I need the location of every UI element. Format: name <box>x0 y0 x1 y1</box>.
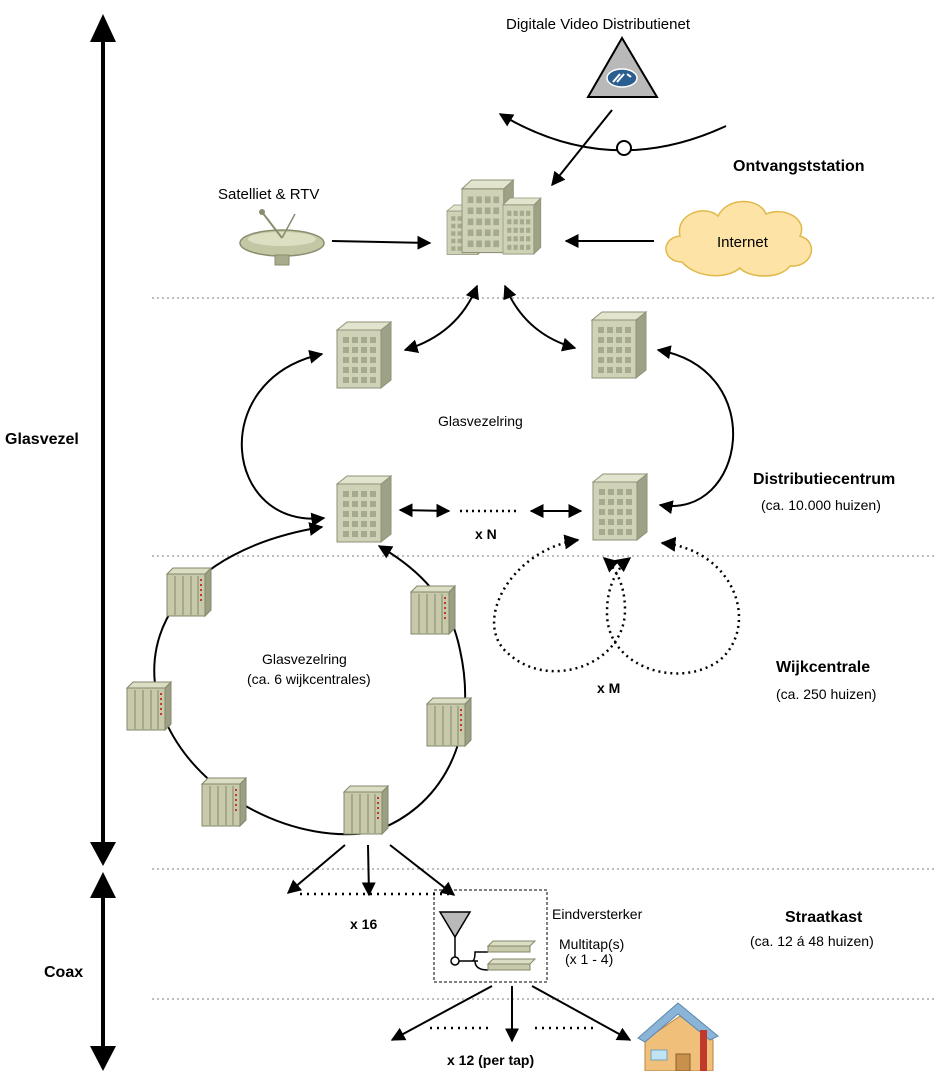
multitap-label-2: (x 1 - 4) <box>565 951 613 967</box>
satellite-dish-icon <box>239 209 325 266</box>
link-station-right <box>503 284 577 352</box>
distribution-building-bottom-right <box>592 473 648 541</box>
lower-ring-label-2: (ca. 6 wijkcentrales) <box>247 671 371 687</box>
link-bottom-left-n <box>398 503 451 518</box>
wijkcentrale-rack-4 <box>426 697 472 747</box>
straatkast-title: Straatkast <box>785 909 863 926</box>
multitap-label-1: Multitap(s) <box>559 936 624 952</box>
arrow-street-2 <box>361 844 376 897</box>
multiplier-16: x 16 <box>350 916 377 932</box>
ontvangststation-title: Ontvangststation <box>733 158 865 175</box>
level-separators <box>152 297 936 1000</box>
arrow-house-3 <box>531 985 632 1041</box>
broadcast-arc <box>498 113 727 152</box>
dotted-ring-right <box>605 536 741 675</box>
ring-left-arc <box>240 349 326 527</box>
distributiecentrum-subtitle: (ca. 10.000 huizen) <box>761 497 881 513</box>
distribution-building-top-right <box>591 311 647 379</box>
video-network-label: Digitale Video Distributienet <box>506 16 691 33</box>
lower-ring-label-1: Glasvezelring <box>262 651 347 667</box>
arrow-house-1 <box>390 985 493 1041</box>
lower-ring-right <box>371 545 467 833</box>
multitap-icon <box>486 940 537 971</box>
coax-scale-arrow <box>90 872 116 1071</box>
wijkcentrale-rack-2 <box>410 585 456 635</box>
distributiecentrum-title: Distributiecentrum <box>753 471 895 488</box>
house-icon <box>637 1002 719 1071</box>
coax-label: Coax <box>44 964 83 981</box>
ring-right-arc <box>656 345 735 515</box>
video-network-icon <box>586 36 659 98</box>
link-station-left <box>403 284 479 354</box>
arrow-street-1 <box>286 844 346 894</box>
multiplier-12: x 12 (per tap) <box>447 1052 534 1068</box>
glasvezel-scale-arrow <box>90 14 116 866</box>
internet-label: Internet <box>717 234 769 251</box>
straatkast-subtitle: (ca. 12 á 48 huizen) <box>750 933 874 949</box>
satellite-label: Satelliet & RTV <box>218 186 319 203</box>
wijkcentrale-subtitle: (ca. 250 huizen) <box>776 686 876 702</box>
distribution-building-top-left <box>336 321 392 389</box>
internet-cloud-icon <box>665 200 813 277</box>
upper-ring-label: Glasvezelring <box>438 413 523 429</box>
dotted-ring-left <box>492 534 627 673</box>
headend-building <box>446 179 542 255</box>
distribution-building-bottom-left <box>336 475 392 543</box>
wijkcentrale-rack-6 <box>343 785 389 835</box>
wijkcentrale-title: Wijkcentrale <box>776 659 870 676</box>
wijkcentrale-rack-5 <box>201 777 247 827</box>
arrow-satellite-to-station <box>331 235 432 250</box>
multiplier-m: x M <box>597 680 620 696</box>
arrow-street-3 <box>389 844 456 896</box>
splice-node <box>616 140 632 156</box>
wijkcentrale-rack-3 <box>126 681 172 731</box>
multiplier-n: x N <box>475 526 497 542</box>
straatkast-box <box>433 889 548 983</box>
glasvezel-label: Glasvezel <box>5 431 79 448</box>
amplifier-icon <box>438 911 489 971</box>
wijkcentrale-rack-1 <box>166 567 212 617</box>
arrow-video-to-station <box>551 109 613 187</box>
amplifier-label: Eindversterker <box>552 906 643 922</box>
